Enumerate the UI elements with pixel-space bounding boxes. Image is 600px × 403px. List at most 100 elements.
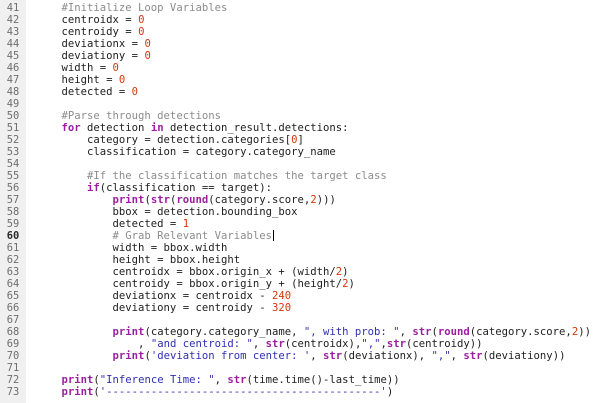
code-line[interactable]: 49	[0, 98, 600, 110]
code-line[interactable]: 59 detected = 1	[0, 218, 600, 230]
code-token: 2	[335, 266, 343, 278]
code-token: 'deviation from center: '	[150, 350, 311, 362]
code-text[interactable]: # Grab Relevant Variables	[36, 230, 274, 242]
code-text[interactable]: , "and centroid: ", str(centroidx),",",s…	[36, 338, 483, 350]
code-token: # Grab Relevant Variables	[36, 230, 272, 242]
code-token: width =	[36, 62, 113, 74]
code-line[interactable]: 43 centroidy = 0	[0, 26, 600, 38]
code-line[interactable]: 58 bbox = detection.bounding_box	[0, 206, 600, 218]
code-text[interactable]: print(category.category_name, ", with pr…	[36, 326, 591, 338]
code-line[interactable]: 64 centroidy = bbox.origin_y + (height/2…	[0, 278, 600, 290]
code-text[interactable]: print(str(round(category.score,2)))	[36, 194, 336, 206]
line-number: 72	[6, 374, 20, 386]
code-text[interactable]: #Initialize Loop Variables	[36, 2, 228, 14]
code-text[interactable]: #Parse through detections	[36, 110, 221, 122]
code-line[interactable]: 48 detected = 0	[0, 86, 600, 98]
line-number: 54	[6, 158, 20, 170]
code-token: (	[93, 386, 100, 398]
code-line[interactable]: 55 #If the classification matches the ta…	[0, 170, 600, 182]
code-text[interactable]: height = bbox.height	[36, 254, 241, 266]
code-token: (	[431, 326, 438, 338]
code-token: for	[36, 122, 81, 134]
code-token: 320	[272, 302, 292, 314]
code-text[interactable]: print('---------------------------------…	[36, 386, 394, 398]
line-number: 56	[6, 182, 20, 194]
code-token: 0	[131, 86, 139, 98]
code-line[interactable]: 44 deviationx = 0	[0, 38, 600, 50]
text-cursor	[273, 230, 274, 241]
code-text[interactable]: print("Inference Time: ", str(time.time(…	[36, 374, 400, 386]
code-token: ,	[36, 338, 151, 350]
code-token: "and centroid: "	[150, 338, 253, 350]
code-text[interactable]: detected = 0	[36, 86, 139, 98]
code-line[interactable]: 42 centroidx = 0	[0, 14, 600, 26]
code-token: ))	[578, 326, 591, 338]
code-token: deviationx =	[36, 38, 145, 50]
code-text[interactable]: width = bbox.width	[36, 242, 228, 254]
code-line[interactable]: 67	[0, 314, 600, 326]
code-text[interactable]: if(classification == target):	[36, 182, 272, 194]
code-line[interactable]: 66 deviationy = centroidy - 320	[0, 302, 600, 314]
code-text[interactable]: centroidx = bbox.origin_x + (width/2)	[36, 266, 349, 278]
code-text[interactable]: centroidy = 0	[36, 26, 145, 38]
code-line[interactable]: 47 height = 0	[0, 74, 600, 86]
code-line[interactable]: 70 print('deviation from center: ', str(…	[0, 350, 600, 362]
code-line[interactable]: 54	[0, 158, 600, 170]
code-token: (centroidx),	[284, 338, 362, 350]
code-line[interactable]: 65 deviationx = centroidx - 240	[0, 290, 600, 302]
code-line[interactable]: 63 centroidx = bbox.origin_x + (width/2)	[0, 266, 600, 278]
code-line[interactable]: 72 print("Inference Time: ", str(time.ti…	[0, 374, 600, 386]
code-line[interactable]: 68 print(category.category_name, ", with…	[0, 326, 600, 338]
code-text[interactable]: bbox = detection.bounding_box	[36, 206, 298, 218]
code-text[interactable]: classification = category.category_name	[36, 146, 336, 158]
code-token: (deviationx),	[342, 350, 432, 362]
code-text[interactable]: deviationy = centroidy - 320	[36, 302, 292, 314]
code-token: )	[342, 266, 349, 278]
line-number: 55	[6, 170, 20, 182]
code-token: str	[323, 350, 343, 362]
code-text[interactable]: for detection in detection_result.detect…	[36, 122, 349, 134]
code-token: str	[412, 326, 432, 338]
code-line[interactable]: 56 if(classification == target):	[0, 182, 600, 194]
code-text[interactable]: width = 0	[36, 62, 119, 74]
code-token: str	[265, 338, 285, 350]
code-line[interactable]: 73 print('------------------------------…	[0, 386, 600, 398]
code-token: (category.category_name,	[144, 326, 304, 338]
code-text[interactable]: category = detection.categories[0]	[36, 134, 304, 146]
code-token: str	[386, 338, 406, 350]
code-line[interactable]: 69 , "and centroid: ", str(centroidx),",…	[0, 338, 600, 350]
line-number: 57	[6, 194, 20, 206]
code-line[interactable]: 71	[0, 362, 600, 374]
code-line[interactable]: 46 width = 0	[0, 62, 600, 74]
line-number: 44	[6, 38, 20, 50]
line-number: 48	[6, 86, 20, 98]
code-token: ,	[380, 338, 387, 350]
code-text[interactable]: print('deviation from center: ', str(dev…	[36, 350, 566, 362]
code-text[interactable]: deviationx = centroidx - 240	[36, 290, 292, 302]
code-line[interactable]: 57 print(str(round(category.score,2)))	[0, 194, 600, 206]
code-token: ,	[252, 338, 266, 350]
code-text[interactable]: centroidx = 0	[36, 14, 145, 26]
code-token: '---------------------------------------…	[99, 386, 387, 398]
code-line[interactable]: 62 height = bbox.height	[0, 254, 600, 266]
code-token: detection_result.detections:	[163, 122, 349, 134]
code-text[interactable]: detected = 1	[36, 218, 190, 230]
code-text[interactable]: height = 0	[36, 74, 126, 86]
code-token: detection	[80, 122, 151, 134]
code-token: ","	[431, 350, 451, 362]
code-text[interactable]: #If the classification matches the targe…	[36, 170, 387, 182]
code-token: 240	[272, 290, 292, 302]
code-line[interactable]: 45 deviationy = 0	[0, 50, 600, 62]
code-token: centroidx =	[36, 14, 139, 26]
code-text[interactable]: centroidy = bbox.origin_y + (height/2)	[36, 278, 355, 290]
code-text[interactable]: deviationx = 0	[36, 38, 151, 50]
code-line[interactable]: 51 for detection in detection_result.det…	[0, 122, 600, 134]
code-line[interactable]: 41 #Initialize Loop Variables	[0, 2, 600, 14]
code-line[interactable]: 50 #Parse through detections	[0, 110, 600, 122]
code-line[interactable]: 52 category = detection.categories[0]	[0, 134, 600, 146]
code-text[interactable]: deviationy = 0	[36, 50, 151, 62]
code-line[interactable]: 60 # Grab Relevant Variables	[0, 230, 600, 242]
code-line[interactable]: 61 width = bbox.width	[0, 242, 600, 254]
code-line[interactable]: 53 classification = category.category_na…	[0, 146, 600, 158]
